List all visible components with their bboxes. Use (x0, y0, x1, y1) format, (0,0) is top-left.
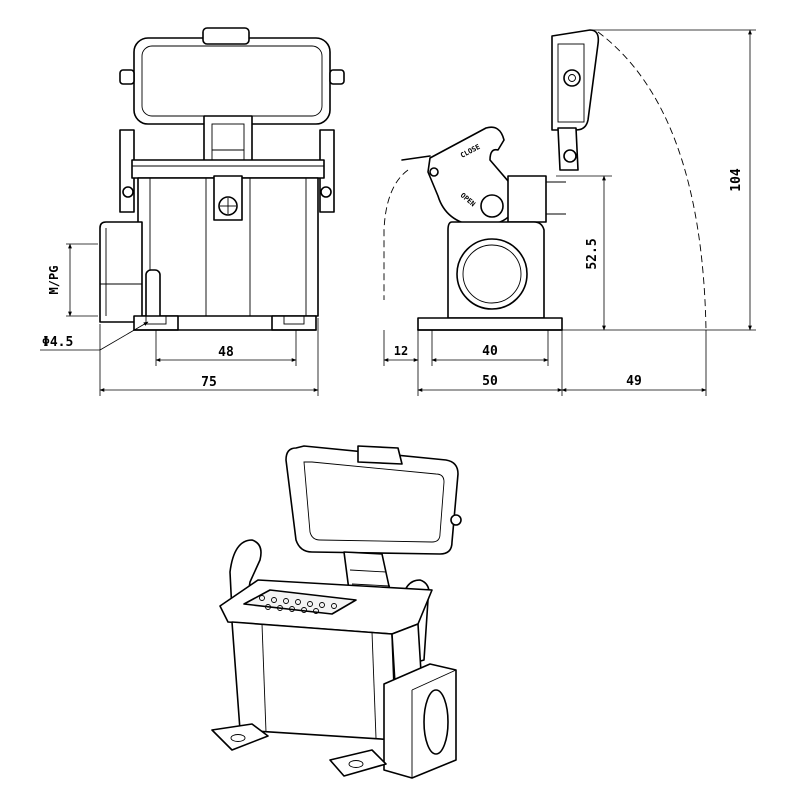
foot-right (271, 315, 317, 331)
cover-pin-right (329, 69, 345, 85)
dim-offset: 12 (394, 344, 408, 358)
cover-screw (563, 69, 581, 87)
iso-housing-front (231, 621, 397, 741)
front-cover (133, 37, 331, 125)
foot-left (133, 315, 179, 331)
cover-pin-left (119, 69, 135, 85)
side-body-upper (507, 175, 547, 223)
iso-contact-pins (259, 595, 337, 614)
iso-foot-right (329, 749, 387, 777)
entry-slot (145, 269, 161, 323)
iso-contact-insert (243, 589, 357, 615)
hinge-arm (557, 127, 579, 171)
iso-cable-hole (423, 689, 449, 755)
dim-width: 75 (201, 375, 217, 390)
hinge-pivot (563, 149, 577, 163)
side-view: CLOSE OPEN 104 52.5 12 40 (383, 29, 756, 396)
dim-thread: M/PG (47, 266, 61, 295)
cover-tab (202, 27, 250, 45)
iso-lid (285, 445, 459, 555)
dim-hole: Φ4.5 (42, 335, 73, 350)
lever-swing-arc (383, 169, 409, 300)
lever-pivot (480, 194, 504, 218)
dim-cover-swing: 49 (626, 374, 642, 389)
lever-pivot-right (320, 186, 332, 198)
dim-height-total: 104 (729, 168, 744, 192)
iso-foot-left (211, 723, 269, 751)
side-base (417, 317, 563, 331)
iso-lid-tab (357, 445, 403, 465)
front-view: M/PG Φ4.5 48 75 (40, 27, 345, 396)
cover-swing-arc (597, 31, 707, 331)
lever-end (429, 167, 439, 177)
dim-base-outer: 50 (482, 374, 498, 389)
dim-height-body: 52.5 (585, 238, 600, 269)
isometric-view (211, 445, 462, 779)
lever-pivot-left (122, 186, 134, 198)
iso-lid-pin (450, 514, 462, 526)
cable-entry (99, 221, 143, 323)
dim-base-inner: 40 (482, 344, 498, 359)
cable-hole (456, 238, 528, 310)
dim-hole-spacing: 48 (218, 345, 234, 360)
